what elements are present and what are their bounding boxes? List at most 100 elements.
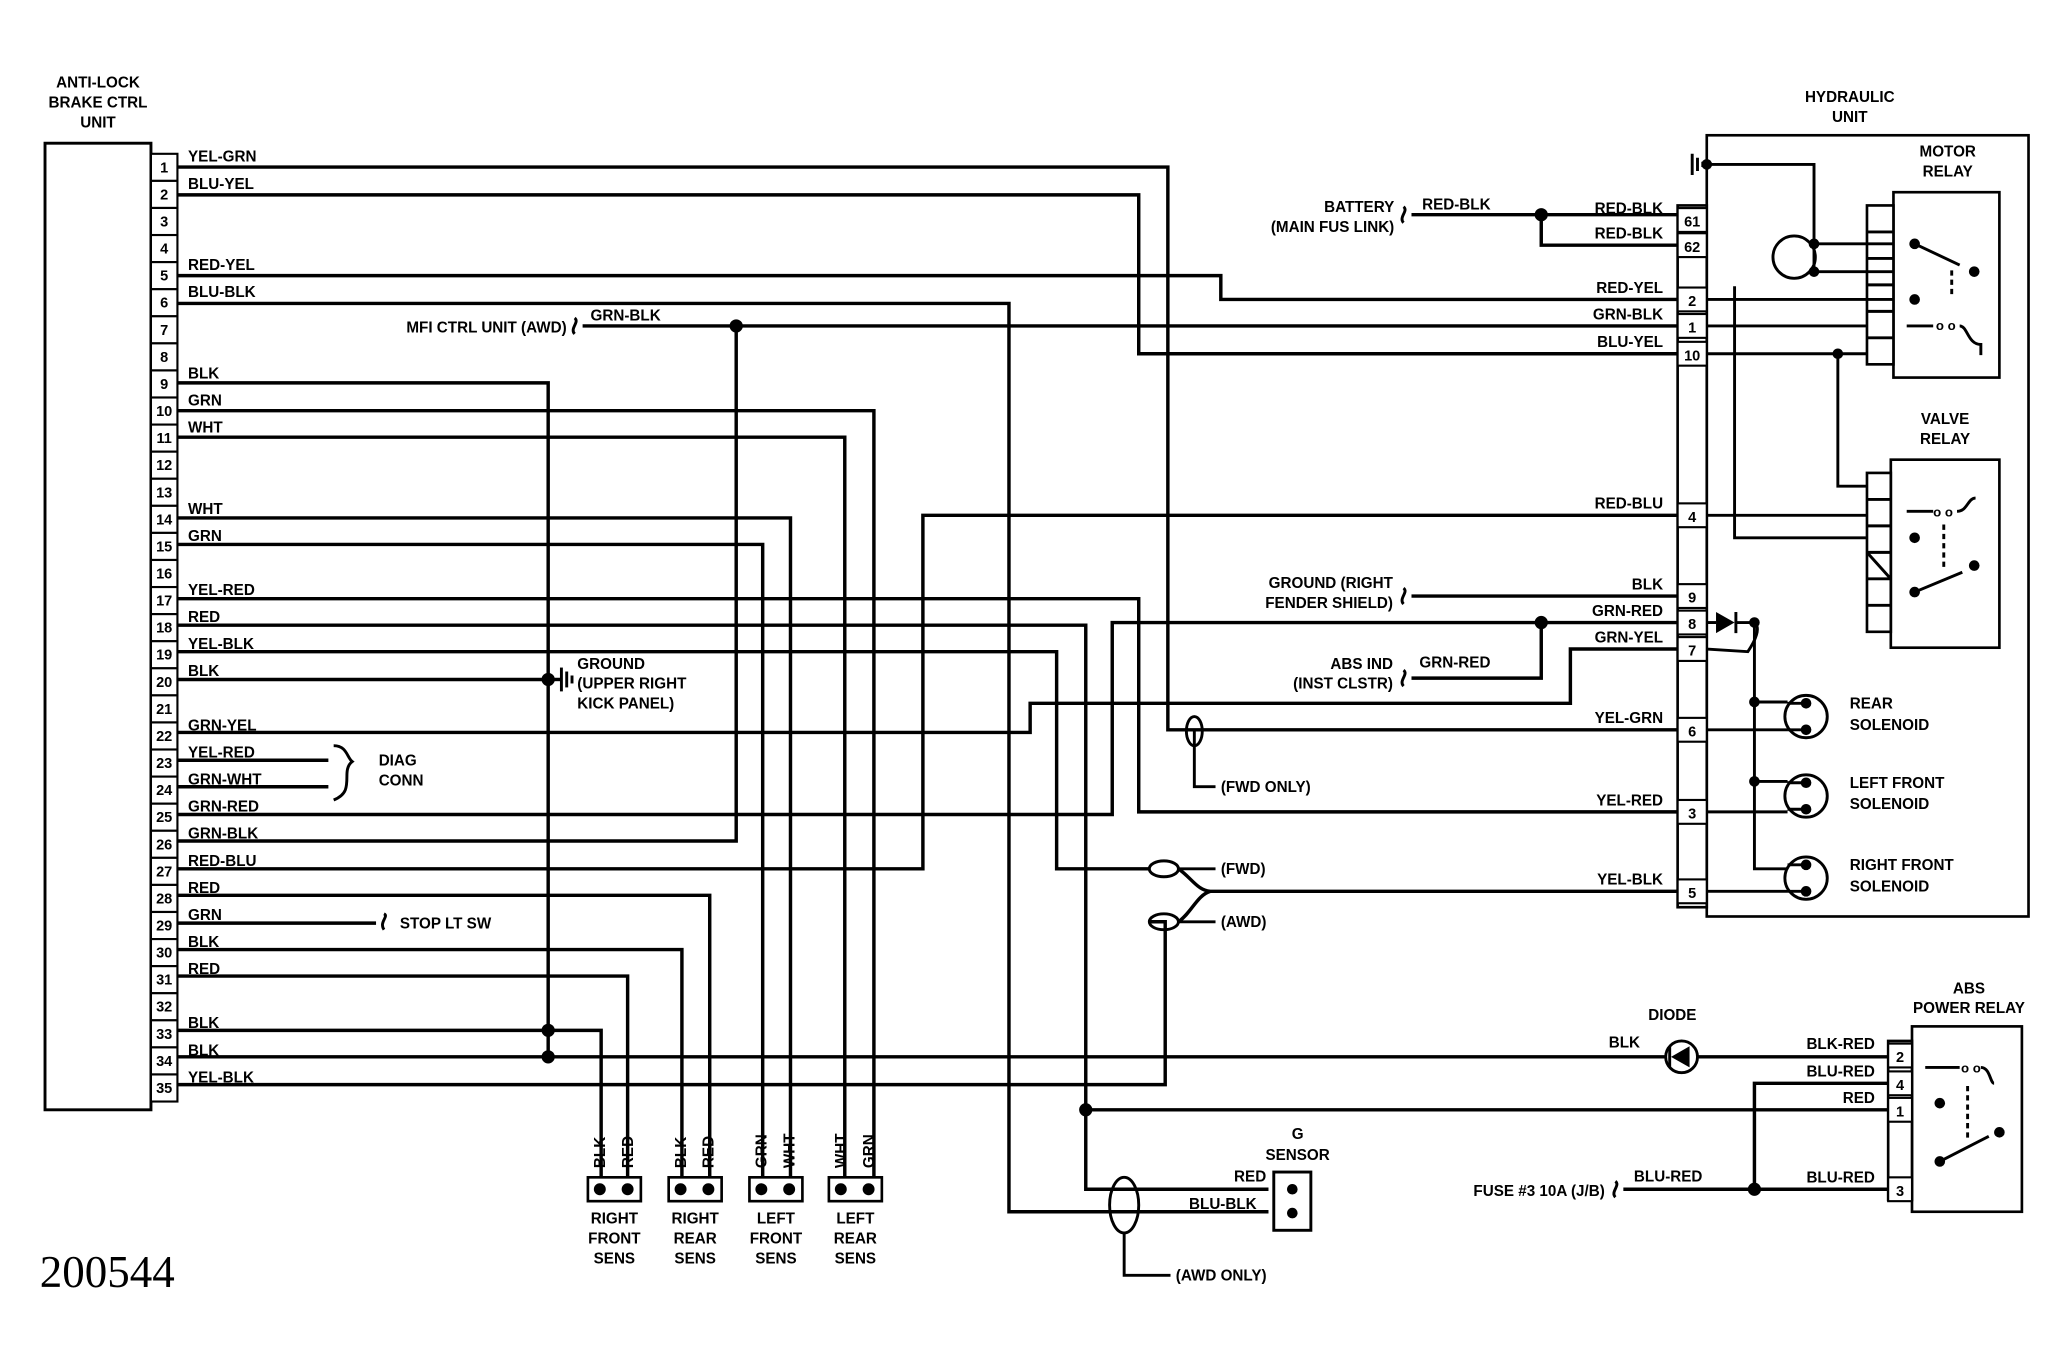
battery-line1: BATTERY [1324, 199, 1394, 216]
abs-ind-line2: (INST CLSTR) [1293, 676, 1393, 693]
ecu-pin-number: 5 [160, 269, 168, 285]
ecu-wire-color: RED-BLU [188, 853, 256, 870]
ecu-wire-color: BLK [188, 934, 219, 951]
ecu-wire-color: BLK [188, 1015, 219, 1032]
ecu-pin-number: 4 [160, 242, 169, 258]
g-sensor-wire2: BLU-BLK [1189, 1196, 1257, 1213]
diag-conn-line1: DIAG [379, 753, 417, 770]
mfi-label: MFI CTRL UNIT (AWD) [406, 320, 566, 337]
battery-wire-label: RED-BLK [1422, 196, 1490, 213]
figure-number: 200544 [40, 1247, 175, 1297]
sensor-label: FRONT [750, 1231, 803, 1248]
svg-text:o o: o o [1961, 1061, 1981, 1076]
ecu-pin-box [149, 856, 179, 886]
sensor-label: SENS [755, 1250, 796, 1267]
hydraulic-wire-color: YEL-GRN [1595, 710, 1663, 727]
hydraulic-wire-color: GRN-RED [1592, 603, 1663, 620]
ground-fender-connector [1400, 586, 1407, 606]
abs-relay-pin-number: 2 [1896, 1050, 1904, 1066]
ecu-wire-color: WHT [188, 501, 223, 518]
ecu-wire-color: GRN [188, 528, 222, 545]
ecu-pin-box [149, 748, 179, 778]
abs-relay-line2: POWER RELAY [1913, 1000, 2025, 1017]
ecu-pin-number: 31 [156, 973, 172, 989]
abs-relay-pin-number: 1 [1896, 1104, 1904, 1120]
sensor-wire2: RED [701, 1136, 718, 1168]
ecu-title-line1: ANTI-LOCK [56, 75, 140, 92]
abs-ind-connector [1400, 669, 1407, 688]
ecu-pin-number: 14 [156, 512, 173, 528]
ecu-title-line2: BRAKE CTRL [49, 94, 148, 111]
hydraulic-wire-labels: RED-BLKRED-BLKRED-YELGRN-BLKBLU-YELRED-B… [1592, 200, 1663, 888]
abs-relay-wire-color: BLU-RED [1806, 1170, 1874, 1187]
sensor-wire1: BLK [592, 1137, 609, 1168]
hydraulic-wire-color: BLU-YEL [1597, 334, 1663, 351]
ecu-wire-color: GRN-WHT [188, 772, 262, 789]
ecu-pin-number: 20 [156, 675, 172, 691]
ecu-pin-number: 35 [156, 1081, 172, 1097]
ground-fender-line1: GROUND (RIGHT [1269, 575, 1394, 592]
diode-symbol [1664, 1039, 1699, 1075]
ecu-pin-number: 7 [160, 323, 168, 339]
sensor-label: REAR [834, 1231, 877, 1248]
ecu-pin-number: 24 [156, 783, 173, 799]
sensor-label: SENS [674, 1250, 715, 1267]
hydraulic-wire-color: YEL-BLK [1597, 872, 1663, 889]
hydraulic-wire-color: BLK [1632, 576, 1663, 593]
fuse-label: FUSE #3 10A (J/B) [1473, 1183, 1604, 1200]
g-sensor-body [1272, 1170, 1313, 1232]
hydraulic-wire-color: RED-BLK [1595, 200, 1663, 217]
ground-kick-line2: (UPPER RIGHT [577, 676, 687, 693]
ecu-wire-color: RED-YEL [188, 257, 255, 274]
svg-text:o o: o o [1936, 318, 1956, 333]
ecu-pin-number: 25 [156, 810, 172, 826]
abs-relay-pin-number: 3 [1896, 1184, 1904, 1200]
ecu-pin-number: 2 [160, 187, 168, 203]
ecu-pin-number: 22 [156, 729, 172, 745]
fuse-wire-label: BLU-RED [1634, 1168, 1702, 1185]
sensor-wire1: WHT [833, 1133, 850, 1168]
ecu-pin-number: 11 [156, 431, 171, 447]
ecu-wire-color: RED [188, 609, 220, 626]
ground-kick-line3: KICK PANEL) [577, 696, 674, 713]
sensor-label: REAR [674, 1231, 717, 1248]
hydraulic-wire-color: RED-BLK [1595, 226, 1663, 243]
hydraulic-pin-number: 62 [1684, 240, 1700, 256]
ecu-wire-color: GRN-YEL [188, 717, 256, 734]
ecu-wire-color: WHT [188, 420, 223, 437]
ecu-wire-color: YEL-BLK [188, 1069, 254, 1086]
fwd-only-label: (FWD ONLY) [1221, 779, 1311, 796]
ecu-wire-color: GRN-BLK [188, 826, 258, 843]
hydraulic-pin-number: 1 [1688, 321, 1696, 337]
g-sensor-wire1: RED [1234, 1168, 1266, 1185]
abs-relay-line1: ABS [1953, 980, 1985, 997]
hydraulic-pin-number: 9 [1688, 591, 1696, 607]
ecu-pin-number: 10 [156, 404, 172, 420]
diode-wire-label: BLK [1609, 1035, 1640, 1052]
ecu-pin-number: 28 [156, 891, 172, 907]
ecu-wire-color: RED [188, 880, 220, 897]
hydraulic-pin-number: 6 [1688, 724, 1696, 740]
hydraulic-pin-number: 61 [1684, 215, 1700, 231]
ecu-wire-color: BLU-YEL [188, 176, 254, 193]
ecu-pin-number: 32 [156, 1000, 172, 1016]
ecu-pin-number: 29 [156, 919, 172, 935]
hydraulic-wire-color: RED-BLU [1595, 496, 1663, 513]
ecu-pin-number: 12 [156, 458, 172, 474]
ecu-wire-color: GRN [188, 392, 222, 409]
ecu-pin-number: 21 [156, 702, 172, 718]
ecu-pin-number: 33 [156, 1027, 172, 1043]
solenoid-label-line2: SOLENOID [1850, 878, 1929, 895]
ecu-wire-labels: YEL-GRNBLU-YELRED-YELBLU-BLKBLKGRNWHTWHT… [188, 149, 262, 1087]
hydraulic-pin-number: 10 [1684, 348, 1700, 364]
ecu-pin-number: 26 [156, 837, 172, 853]
ecu-pin-number: 34 [156, 1054, 173, 1070]
abs-relay-wire-color: BLU-RED [1806, 1064, 1874, 1081]
sensor-label: SENS [835, 1250, 876, 1267]
hydraulic-wire-color: GRN-YEL [1595, 629, 1663, 646]
